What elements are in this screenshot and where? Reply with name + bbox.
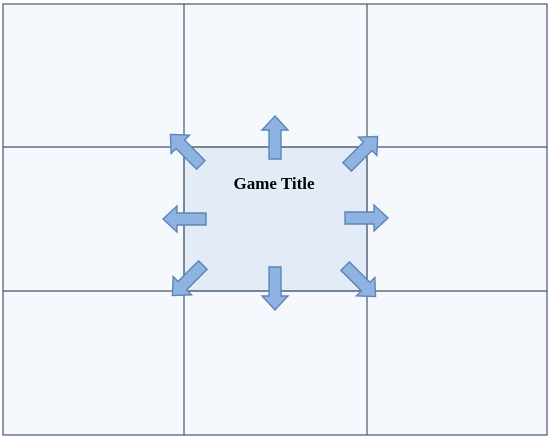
grid-outer-border (2, 3, 548, 436)
game-title-label: Game Title (233, 174, 315, 193)
